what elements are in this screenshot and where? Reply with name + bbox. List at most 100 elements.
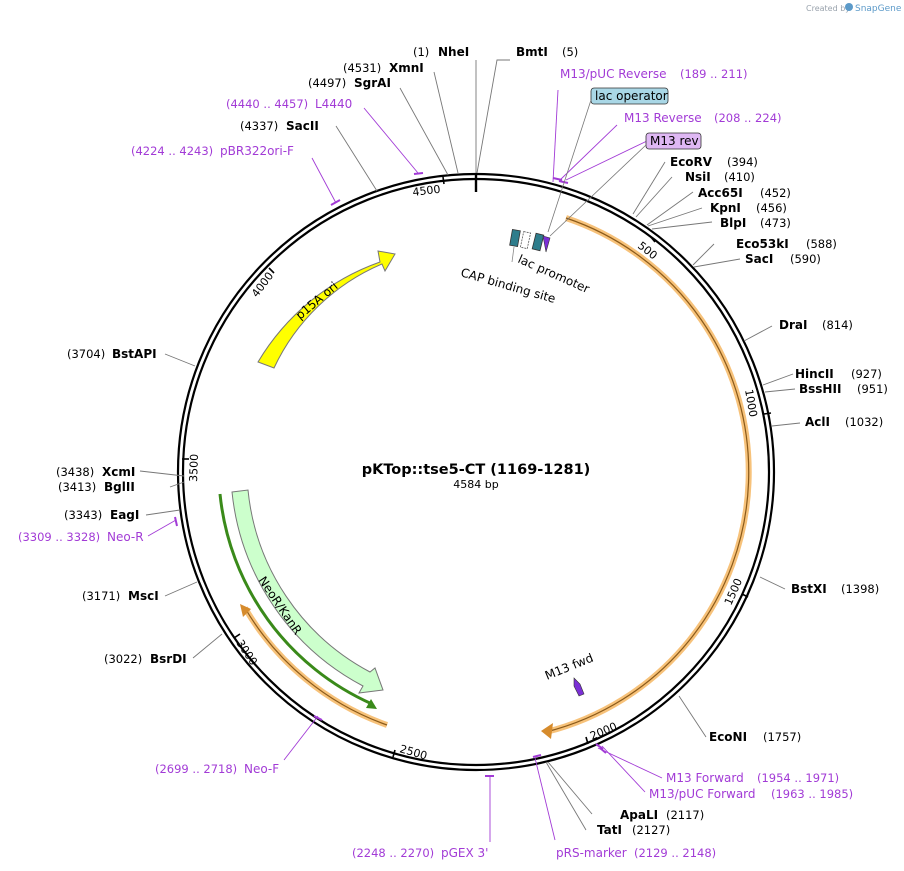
enzyme-pos-drai: (814): [822, 318, 853, 332]
primer-range-neo-f: (2699 .. 2718): [155, 762, 237, 776]
enzyme-pos-blpi: (473): [760, 216, 791, 230]
m13-rev-label: M13 rev: [650, 134, 699, 148]
enzyme-name-ecorv: EcoRV: [670, 155, 713, 169]
primer-name-neo-r: Neo-R: [107, 530, 144, 544]
enzyme-pos-acc65i: (452): [760, 186, 791, 200]
enzyme-name-bglii: BglII: [104, 480, 135, 494]
enzyme-name-hincii: HincII: [795, 367, 834, 381]
primer-range-m13-forward: (1954 .. 1971): [757, 771, 839, 785]
tick-label-2500: 2500: [398, 742, 428, 762]
enzyme-name-xcmi: XcmI: [102, 465, 135, 479]
enzyme-pos-xcmi: (3438): [56, 465, 94, 479]
enzyme-pos-nsii: (410): [724, 170, 755, 184]
primer-range-m13-puc-forward: (1963 .. 1985): [771, 787, 853, 801]
enzyme-name-acc65i: Acc65I: [698, 186, 743, 200]
enzyme-name-bstxi: BstXI: [791, 582, 827, 596]
credit-brand: SnapGene: [855, 4, 902, 14]
cap-site-marker: [509, 228, 521, 248]
lower-orf-arrowhead-icon: [240, 604, 251, 617]
m13-rev-marker: [542, 235, 551, 253]
lac-region: [509, 228, 551, 253]
primer-range-m13-reverse: (208 .. 224): [714, 111, 782, 125]
primer-name-m13-forward: M13 Forward: [666, 771, 744, 785]
enzyme-pos-nhei: (1): [413, 45, 429, 59]
orf-arrowhead-icon: [541, 723, 553, 739]
enzyme-pos-sgrai: (4497): [308, 76, 346, 90]
enzyme-name-blpi: BlpI: [720, 216, 746, 230]
primer-name-pbr322ori-f: pBR322ori-F: [220, 144, 294, 158]
tick-label-3000: 3000: [234, 637, 260, 667]
primer-name-l4440: L4440: [315, 97, 352, 111]
enzyme-leader-lines: [139, 59, 801, 831]
ring-ticks: 500 1000 1500 2000 2500 3000 3500 4000 4…: [182, 176, 772, 763]
enzyme-pos-apali: (2117): [666, 808, 704, 822]
neo-kan-arrow: [231, 489, 384, 694]
enzyme-name-sgrai: SgrAI: [354, 76, 391, 90]
enzyme-pos-eco53ki: (588): [806, 237, 837, 251]
enzyme-name-kpni: KpnI: [710, 201, 741, 215]
m13-fwd-label: M13 fwd: [543, 651, 595, 683]
primer-name-pgex3: pGEX 3': [441, 846, 488, 860]
neo-cds-arrowhead-icon: [366, 699, 377, 709]
enzyme-name-eagi: EagI: [110, 508, 139, 522]
enzyme-name-bstapi: BstAPI: [112, 347, 157, 361]
lac-operator-box: [590, 87, 669, 105]
enzyme-name-econi: EcoNI: [709, 730, 747, 744]
plasmid-size: 4584 bp: [453, 478, 498, 491]
primer-name-prs-marker: pRS-marker: [556, 846, 627, 860]
enzyme-name-bmti: BmtI: [516, 45, 548, 59]
primer-leader-lines: [147, 89, 663, 842]
plasmid-name: pKTop::tse5-CT (1169-1281): [362, 462, 591, 478]
enzyme-pos-xmni: (4531): [343, 61, 381, 75]
primer-range-neo-r: (3309 .. 3328): [18, 530, 100, 544]
enzyme-pos-ecorv: (394): [727, 155, 758, 169]
m13-fwd-marker: [573, 677, 585, 697]
enzyme-name-drai: DraI: [779, 318, 807, 332]
tick-label-1000: 1000: [742, 388, 760, 418]
enzyme-pos-bstapi: (3704): [67, 347, 105, 361]
tick-label-4500: 4500: [412, 183, 441, 199]
orf-arc-line: [545, 217, 750, 733]
enzyme-pos-msci: (3171): [82, 589, 120, 603]
enzyme-name-tati: TatI: [597, 823, 622, 837]
snapgene-logo-icon: [845, 3, 853, 11]
lac-promoter-marker: [519, 231, 532, 250]
enzyme-pos-hincii: (927): [851, 367, 882, 381]
primer-range-l4440: (4440 .. 4457): [226, 97, 308, 111]
tick-label-2000: 2000: [588, 720, 619, 743]
primer-name-m13-puc-forward: M13/pUC Forward: [649, 787, 756, 801]
snapgene-credit: Created by SnapGene: [806, 3, 902, 14]
primer-name-m13-puc-reverse: M13/pUC Reverse: [560, 67, 667, 81]
enzyme-name-nhei: NheI: [438, 45, 469, 59]
primer-range-m13-puc-reverse: (189 .. 211): [680, 67, 748, 81]
enzyme-pos-bstxi: (1398): [841, 582, 879, 596]
credit-prefix: Created by: [806, 4, 850, 13]
tick-label-3500: 3500: [187, 454, 201, 482]
enzyme-pos-bsrdi: (3022): [104, 652, 142, 666]
enzyme-name-apali: ApaLI: [620, 808, 658, 822]
neo-kan-label: NeoR/KanR: [256, 574, 305, 637]
primer-markers: [174, 172, 607, 777]
enzyme-pos-saci: (590): [790, 252, 821, 266]
enzyme-pos-kpni: (456): [756, 201, 787, 215]
enzyme-name-bsshii: BssHII: [799, 382, 841, 396]
primer-name-neo-f: Neo-F: [244, 762, 279, 776]
primer-name-m13-reverse: M13 Reverse: [624, 111, 702, 125]
enzyme-name-saci: SacI: [745, 252, 773, 266]
primer-range-pgex3: (2248 .. 2270): [352, 846, 434, 860]
enzyme-labels: (1) NheI BmtI (5) (4531) XmnI (4497) Sgr…: [56, 45, 888, 837]
p15a-ori-arrow: [257, 250, 396, 369]
enzyme-name-eco53ki: Eco53kI: [736, 237, 789, 251]
enzyme-pos-bsshii: (951): [857, 382, 888, 396]
enzyme-pos-eagi: (3343): [64, 508, 102, 522]
lac-operator-marker: [531, 232, 545, 252]
enzyme-pos-bglii: (3413): [58, 480, 96, 494]
enzyme-pos-econi: (1757): [763, 730, 801, 744]
neo-cds-line: [218, 493, 373, 706]
enzyme-name-sacii: SacII: [286, 119, 319, 133]
enzyme-name-xmni: XmnI: [389, 61, 424, 75]
m13-rev-box: [645, 132, 702, 150]
primer-range-pbr322ori-f: (4224 .. 4243): [131, 144, 213, 158]
enzyme-name-msci: MscI: [128, 589, 159, 603]
